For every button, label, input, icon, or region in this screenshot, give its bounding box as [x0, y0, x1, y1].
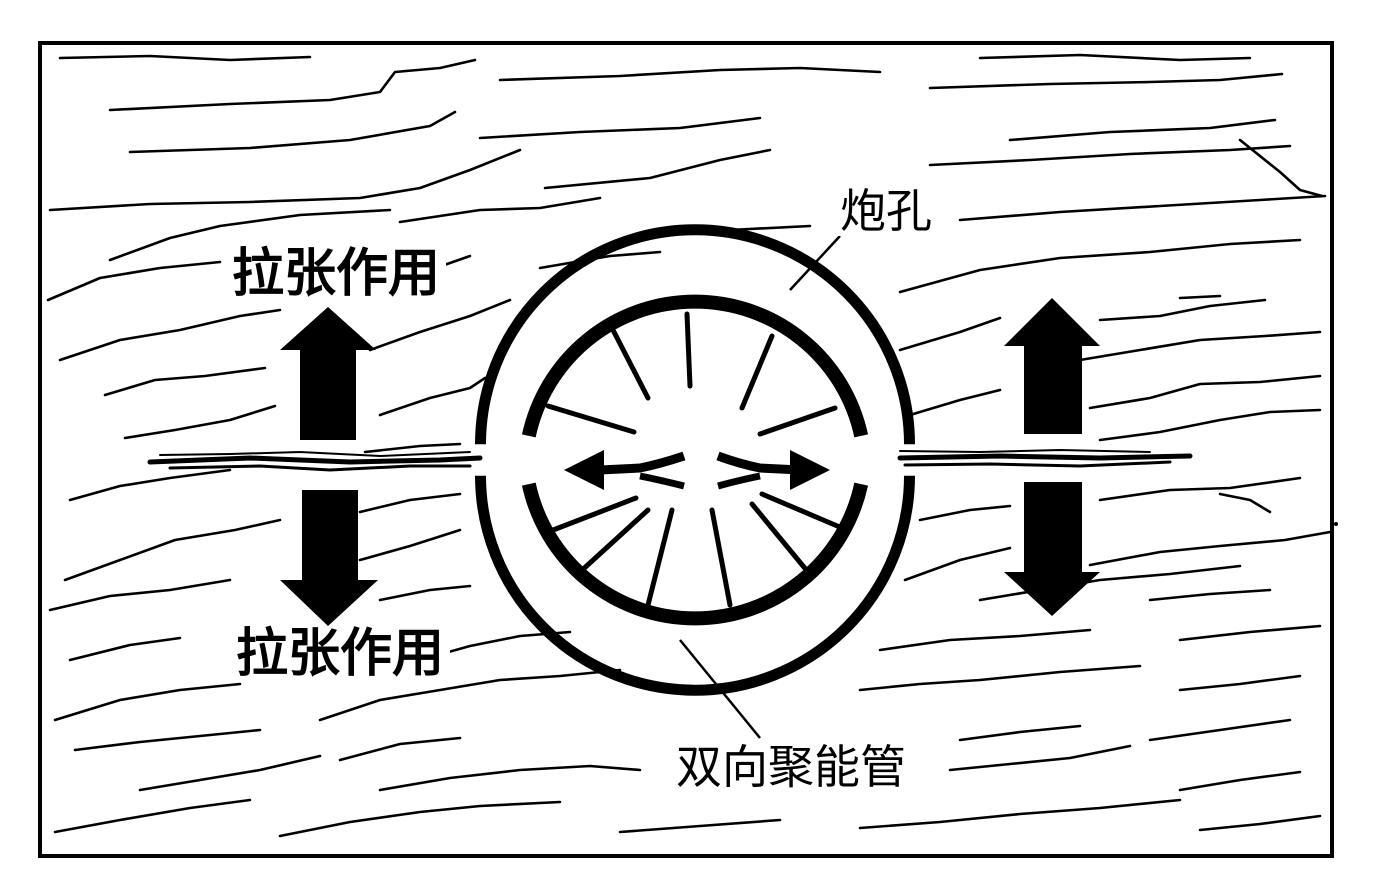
tension-label-bottom: 拉张作用 [230, 626, 450, 682]
borehole-label: 炮孔 [834, 186, 938, 236]
charge-tube-label: 双向聚能管 [670, 742, 912, 792]
diagram-frame [40, 43, 1332, 856]
speck [1334, 522, 1338, 526]
tension-label-top: 拉张作用 [226, 246, 446, 302]
